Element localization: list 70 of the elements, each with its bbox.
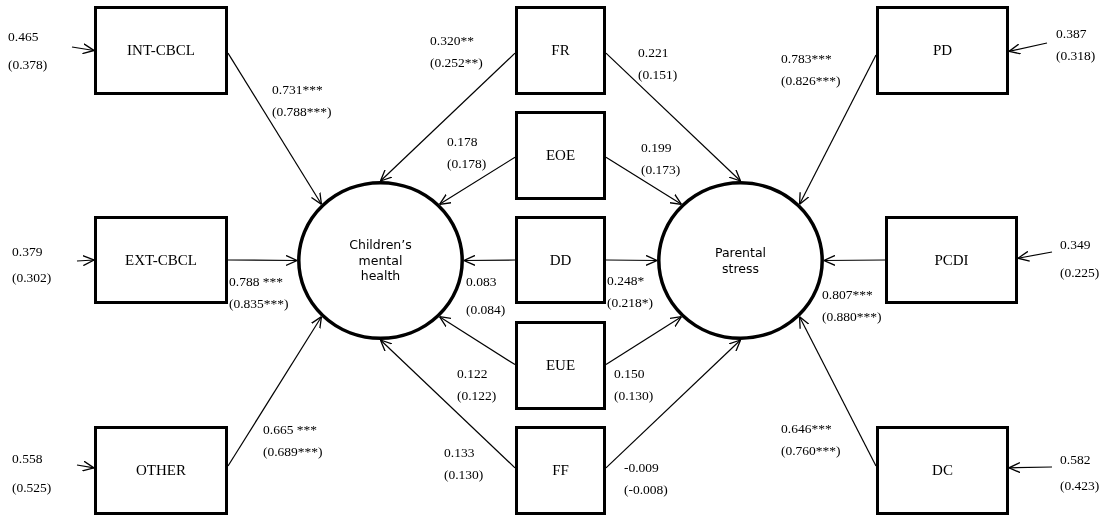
edge-label: 0.248* (0.218*) [607, 272, 655, 312]
arrow [379, 339, 516, 469]
arrow [798, 54, 877, 205]
node-label: OTHER [136, 462, 186, 479]
arrow [438, 156, 516, 205]
arrow [227, 316, 323, 467]
edge-label: 0.646*** (0.760***) [781, 420, 842, 460]
edge-label: 0.807*** (0.880***) [822, 286, 883, 326]
arrow [823, 254, 886, 266]
edge-label: 0.349 (0.225) [1060, 236, 1101, 282]
edge-label: 0.083 (0.084) [466, 273, 507, 319]
arrow [1008, 462, 1053, 474]
node-label: FR [551, 42, 570, 59]
edge-label: 0.731*** (0.788***) [272, 81, 333, 121]
node-label: DC [932, 462, 953, 479]
arrow [798, 316, 877, 467]
edge-label: 0.221 (0.151) [638, 44, 679, 84]
variable-box [94, 426, 228, 515]
arrow [379, 52, 516, 182]
node-label: EUE [545, 357, 576, 374]
edge-label: 0.320** (0.252**) [430, 32, 484, 72]
latent-variable-circle [297, 181, 464, 340]
node-label: Parental stress [713, 244, 768, 277]
edge-label: 0.783*** (0.826***) [781, 50, 842, 90]
node-label: EXT-CBCL [125, 251, 197, 269]
arrow [605, 156, 683, 205]
arrow [605, 254, 658, 266]
node-label: DD [549, 251, 572, 269]
variable-box [94, 216, 228, 304]
arrow [463, 254, 516, 266]
node-label: Children’s mental health [348, 237, 413, 284]
variable-box [94, 6, 228, 95]
edge-label: 0.122 (0.122) [457, 365, 498, 405]
arrow [605, 52, 742, 182]
variable-box [515, 216, 606, 304]
arrow [605, 339, 742, 469]
arrow [438, 316, 516, 366]
edge-label: 0.582 (0.423) [1060, 451, 1101, 495]
variable-box [515, 6, 606, 95]
variable-box [885, 216, 1018, 304]
arrow [605, 316, 683, 366]
edge-label: 0.387 (0.318) [1056, 25, 1097, 65]
edge-label: -0.009 (-0.008) [624, 459, 669, 499]
node-label: EOE [545, 147, 576, 164]
arrow [227, 254, 298, 267]
edge-label: 0.665 *** (0.689***) [263, 421, 324, 461]
node-label: FF [552, 462, 569, 479]
variable-box [515, 426, 606, 515]
edge-label: 0.199 (0.173) [641, 139, 682, 179]
variable-box [515, 321, 606, 410]
node-label: PD [932, 42, 953, 59]
edge-label: 0.178 (0.178) [447, 133, 488, 173]
latent-variable-circle [657, 181, 824, 340]
variable-box [876, 426, 1009, 515]
edge-label: 0.788 *** (0.835***) [229, 273, 290, 313]
edge-label: 0.379 (0.302) [12, 243, 53, 287]
arrow [1017, 250, 1053, 262]
edge-label: 0.133 (0.130) [444, 444, 485, 484]
node-label: INT-CBCL [127, 42, 195, 59]
edge-label: 0.465 (0.378) [8, 28, 49, 74]
edge-label: 0.558 (0.525) [12, 450, 53, 497]
edge-label: 0.150 (0.130) [614, 365, 655, 405]
arrow [76, 255, 95, 267]
arrow [227, 52, 323, 205]
arrow [71, 43, 95, 55]
arrow [1008, 42, 1048, 55]
arrow [76, 460, 95, 472]
node-label: PCDI [934, 251, 969, 269]
variable-box [515, 111, 606, 200]
variable-box [876, 6, 1009, 95]
